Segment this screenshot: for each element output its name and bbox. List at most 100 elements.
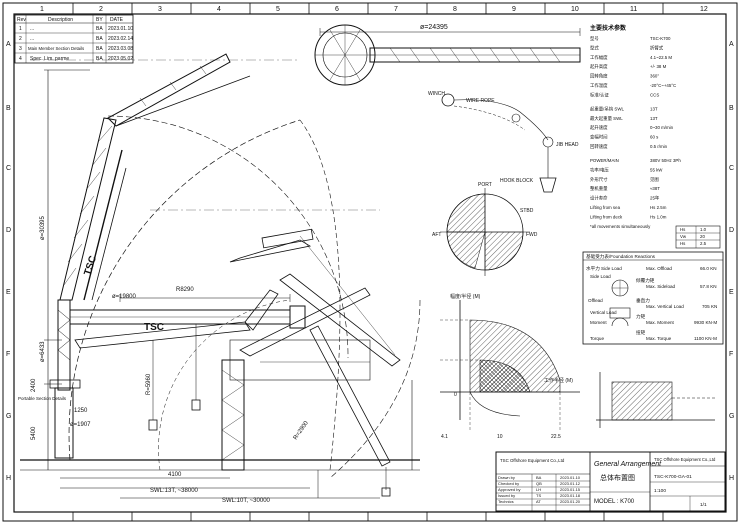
label-wire-rope: WIRE ROPE [466, 98, 495, 104]
rev-cell: BA [96, 36, 103, 42]
title-block-text: TSC Offshore Equipment Co.,Ltd General A… [498, 457, 716, 508]
rev-cell: 2023.03.08 [108, 46, 133, 52]
sea-cell: Hs [680, 227, 686, 232]
label-moment: Moment [590, 320, 607, 325]
border-num: 5 [276, 6, 280, 13]
rev-cell: ... [30, 36, 34, 42]
spec-value: 380V 50Hz 3Ph [650, 158, 681, 163]
sea-state-table [675, 225, 721, 249]
border-letter: H [729, 475, 734, 482]
label-stbd: STBD [520, 208, 534, 214]
load-row-label: 扭矩 [636, 329, 646, 336]
dim-top-span: ø=24395 [420, 24, 448, 31]
border-num: 7 [394, 6, 398, 13]
spec-label: 工作温度 [590, 82, 608, 89]
border-letter: C [729, 165, 734, 172]
tb-cell: Technics [498, 499, 514, 504]
rev-header: Rev [17, 17, 26, 23]
load-row-label: 力矩 [636, 313, 646, 320]
slewing-zone-diagram [440, 188, 530, 276]
label-side-load: Side Load [590, 274, 611, 279]
label-vertical-load: Vertical Load [590, 310, 617, 315]
border-letter: B [6, 105, 11, 112]
sea-cell: Hs [680, 241, 686, 246]
load-row-label: 垂直力 [636, 297, 650, 304]
load-row-value: 9930 KN·M [694, 320, 717, 325]
rev-cell: 4 [19, 56, 22, 62]
side-border-letters: A B C D E F G H A B C D E F G H [6, 41, 734, 482]
label-aft: AFT [432, 232, 441, 238]
dim-mid-label: R=5960 [146, 373, 152, 395]
border-letter: E [6, 289, 11, 296]
border-num: 6 [335, 6, 339, 13]
drawing-title: General Arrangement [594, 461, 662, 468]
tb-cell: Drawn by [498, 475, 515, 480]
rev-cell: 2023.02.14 [108, 36, 133, 42]
spec-label: Lifting from sea [590, 205, 621, 210]
load-row-desc: Max. Sideload [646, 284, 676, 289]
tb-cell: QB [536, 481, 542, 486]
label-jib-head: JIB HEAD [556, 142, 579, 148]
spec-value: TSC-K700 [650, 36, 671, 41]
sea-state-chart [596, 372, 715, 428]
border-letter: H [6, 475, 11, 482]
tb-cell: 2023.01.12 [560, 481, 581, 486]
spec-value: 0~30 m/min [650, 125, 674, 130]
spec-value: +/- 38 M [650, 64, 667, 69]
spec-value: 折臂式 [650, 44, 664, 51]
sea-cell: Vw [680, 234, 687, 239]
foundation-loads-box [582, 251, 724, 345]
working-envelope-chart [440, 300, 580, 430]
tb-cell: 2023.01.15 [560, 487, 581, 492]
tb-cell: TS [536, 493, 541, 498]
tb-cell: Checked by [498, 481, 519, 486]
dim-vertical-total: ø=30395 [40, 215, 46, 240]
axis-22-5: 22.5 [551, 434, 561, 440]
spec-label: 起升高度 [590, 63, 608, 70]
dim-boom-length: ø=19800 [112, 294, 137, 300]
spec-label: 设计寿命 [590, 195, 608, 202]
spec-value: 4.1~22.5 M [650, 55, 672, 60]
load-row-value: 1100 KN·M [694, 336, 717, 341]
spec-value: -20°C~+45°C [650, 83, 676, 88]
load-row-desc: Max. Moment [646, 320, 675, 325]
slewing-zone-labels: PORT STBD AFT FWD [432, 182, 538, 238]
dim-column-height: ø=6433 [40, 341, 46, 362]
crane-plan-view [314, 24, 581, 86]
crane-elevation-view [20, 53, 421, 499]
border-num: 3 [158, 6, 162, 13]
label-offlead: Offlead [588, 298, 603, 303]
border-letter: D [6, 227, 11, 234]
border-num: 2 [99, 6, 103, 13]
dim-pedestal-h2: 5400 [31, 426, 37, 440]
chart-y-label: 幅度/半径 (M) [450, 293, 481, 300]
rev-cell: 2 [19, 36, 22, 42]
axis-0: 0 [454, 392, 457, 398]
dim-swl2: SWL:10T, ~30000 [222, 498, 271, 504]
title-block [495, 451, 726, 512]
dim-foot: ø=1907 [70, 422, 91, 428]
foundation-loads-labels: 基础受力表/Foundation Reactions 水平力 Side Load… [586, 253, 717, 341]
upper-jib [107, 53, 231, 127]
border-letter: F [6, 351, 10, 358]
tb-cell: BA [536, 475, 542, 480]
load-row-value: 57.8 KN [700, 284, 717, 289]
spec-label: 变幅时间 [590, 134, 608, 141]
rope-reeving-diagram [441, 93, 557, 193]
dim-pedestal-h1: 2400 [31, 378, 37, 392]
inner-frame [13, 13, 727, 513]
rev-cell: BA [96, 46, 103, 52]
border-num: 8 [453, 6, 457, 13]
rev-cell: 2023.01.10 [108, 26, 133, 32]
spec-value: Hs 2.5m [650, 205, 667, 210]
rev-cell: 2023.05.02 [108, 56, 133, 62]
spec-label: 整机重量 [590, 185, 608, 192]
top-border-numbers: 1 2 3 4 5 6 7 8 9 10 11 12 [40, 6, 708, 13]
spec-label: 标准/认证 [590, 91, 609, 98]
load-row-desc: Max. Vertical Load [646, 304, 684, 309]
border-num: 4 [217, 6, 221, 13]
rev-header: Description [48, 17, 73, 23]
spec-label: 起重量/吊钩 SWL [590, 105, 624, 112]
rope-reeving-labels: WINCH WIRE ROPE JIB HEAD HOOK BLOCK [428, 91, 579, 184]
